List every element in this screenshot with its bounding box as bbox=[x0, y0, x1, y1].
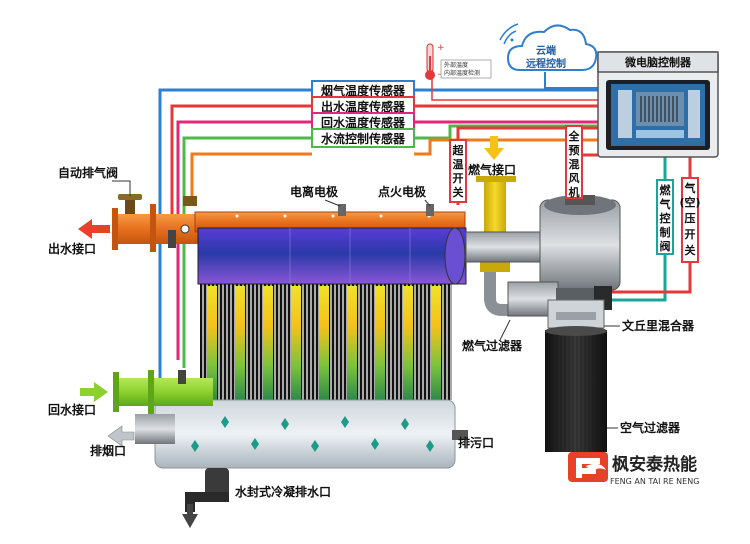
gas-inlet-label: 燃气接口 bbox=[468, 162, 516, 177]
outlet-sensor-line bbox=[170, 104, 598, 235]
svg-text:云端: 云端 bbox=[536, 44, 556, 57]
svg-text:燃: 燃 bbox=[659, 183, 672, 197]
svg-text:温: 温 bbox=[453, 157, 464, 171]
svg-text:阀: 阀 bbox=[660, 239, 671, 253]
svg-text:出水温度传感器: 出水温度传感器 bbox=[321, 99, 406, 114]
overheat-switch-tag: 超 温 开 关 bbox=[449, 139, 467, 203]
ionization-leader bbox=[324, 199, 341, 207]
heat-exchanger-tubes bbox=[207, 286, 441, 400]
svg-text:预: 预 bbox=[569, 143, 580, 157]
svg-text:超: 超 bbox=[452, 143, 465, 157]
flue-outlet-pipe bbox=[135, 414, 175, 444]
air-filter bbox=[545, 326, 607, 452]
thermometer-label: 外部温度 内部温度检测 bbox=[440, 59, 492, 79]
gas-elbow bbox=[484, 272, 520, 316]
svg-text:微电脑控制器: 微电脑控制器 bbox=[624, 55, 692, 69]
svg-text:回水温度传感器: 回水温度传感器 bbox=[321, 115, 406, 130]
sensor-label-outlet-water: 出水温度传感器 bbox=[311, 96, 415, 116]
svg-text:气: 气 bbox=[684, 181, 696, 195]
svg-text:远程控制: 远程控制 bbox=[526, 57, 566, 70]
air-pressure-switch-tag: 气 (空) 压 开 关 bbox=[679, 177, 701, 263]
water-outlet-label: 出水接口 bbox=[48, 241, 96, 256]
sensor-label-return-water: 回水温度传感器 bbox=[311, 112, 415, 132]
gas-filter-leader bbox=[499, 319, 511, 341]
sensor-label-water-flow: 水流控制传感器 bbox=[311, 128, 415, 148]
svg-text:烟气温度传感器: 烟气温度传感器 bbox=[321, 83, 406, 98]
thermometer-wire bbox=[431, 78, 598, 101]
svg-text:关: 关 bbox=[453, 185, 464, 199]
brand-name: 枫安泰热能 bbox=[612, 454, 697, 475]
svg-text:关: 关 bbox=[685, 243, 696, 257]
cloud-link bbox=[544, 72, 610, 89]
gas-filter-label: 燃气过滤器 bbox=[462, 338, 523, 353]
ionization-electrode-label: 电离电极 bbox=[290, 184, 339, 199]
return-sensor-probe bbox=[178, 370, 186, 384]
condensate-drain-label: 水封式冷凝排水口 bbox=[235, 484, 331, 499]
ignition-leader bbox=[424, 199, 431, 207]
svg-text:开: 开 bbox=[685, 228, 696, 241]
svg-text:外部温度: 外部温度 bbox=[444, 61, 468, 69]
return-water-pipe bbox=[113, 370, 213, 414]
svg-text:压: 压 bbox=[685, 211, 696, 225]
drain-outlet-label: 排污口 bbox=[458, 435, 494, 450]
flue-outlet-label: 排烟口 bbox=[90, 443, 126, 458]
venturi-mixer bbox=[547, 299, 605, 329]
flue-gas-sensor-line bbox=[158, 88, 598, 462]
brand-logo bbox=[568, 452, 608, 482]
svg-text:(空): (空) bbox=[679, 195, 700, 209]
svg-text:全: 全 bbox=[568, 129, 581, 143]
ionization-electrode bbox=[338, 204, 346, 216]
svg-text:内部温度检测: 内部温度检测 bbox=[444, 69, 480, 77]
water-outlet-pipe bbox=[112, 204, 200, 252]
return-arrow bbox=[80, 382, 108, 402]
flow-sensor-line bbox=[182, 124, 598, 368]
svg-text:机: 机 bbox=[569, 185, 580, 199]
svg-text:风: 风 bbox=[569, 171, 580, 185]
cloud-icon: 云端 远程控制 bbox=[499, 23, 598, 71]
condensate-tank bbox=[154, 399, 456, 469]
drain-outlet bbox=[452, 430, 468, 440]
auto-vent-label: 自动排气阀 bbox=[58, 165, 118, 180]
outlet-sensor-probe bbox=[168, 230, 176, 248]
venturi-mixer-label: 文丘里混合器 bbox=[622, 318, 695, 333]
premix-fan bbox=[465, 195, 621, 291]
ignition-electrode bbox=[426, 204, 434, 216]
condensate-arrow bbox=[182, 504, 198, 528]
gas-valve-tag: 燃 气 控 制 阀 bbox=[656, 179, 674, 255]
outlet-top-fitting bbox=[183, 196, 197, 206]
overheat-switch-line bbox=[190, 138, 598, 200]
gas-arrow bbox=[484, 136, 504, 160]
controller-panel: 微电脑控制器 bbox=[597, 51, 719, 158]
auto-vent-leader bbox=[112, 180, 131, 196]
svg-text:混: 混 bbox=[569, 157, 580, 171]
ignition-electrode-label: 点火电极 bbox=[378, 184, 427, 199]
svg-text:+: + bbox=[437, 43, 445, 53]
svg-text:水流控制传感器: 水流控制传感器 bbox=[321, 131, 406, 146]
outlet-arrow bbox=[78, 219, 110, 239]
premix-fan-tag: 全 预 混 风 机 bbox=[565, 125, 583, 199]
auto-vent-valve bbox=[118, 194, 142, 214]
air-filter-label: 空气过滤器 bbox=[620, 420, 681, 435]
svg-text:气: 气 bbox=[659, 197, 671, 211]
sensor-label-flue-gas: 烟气温度传感器 bbox=[311, 80, 415, 100]
condensate-trap bbox=[185, 468, 229, 512]
svg-text:开: 开 bbox=[453, 172, 464, 185]
brand-name-en: FENG AN TAI RE NENG bbox=[610, 477, 699, 486]
svg-text:制: 制 bbox=[660, 225, 671, 239]
flue-arrow bbox=[107, 425, 135, 447]
return-sensor-line bbox=[176, 120, 598, 360]
return-inlet-label: 回水接口 bbox=[48, 402, 96, 417]
svg-text:控: 控 bbox=[660, 211, 671, 225]
